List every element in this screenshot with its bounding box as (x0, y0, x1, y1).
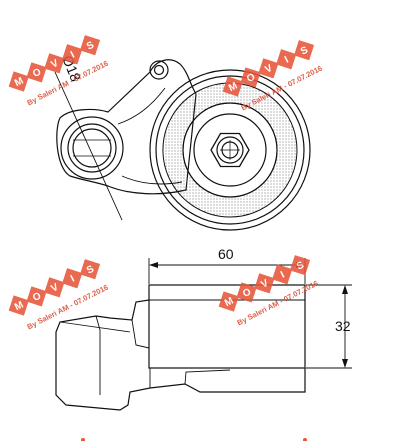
watermark-letter-tile: I (62, 44, 83, 65)
watermark-letter-tile: O (240, 67, 261, 88)
bottom-edge-marks (81, 438, 307, 441)
watermark-letter: V (259, 278, 270, 291)
watermark-letter-tile: M (218, 291, 239, 312)
height-dimension (306, 284, 352, 369)
height-label: 32 (335, 318, 351, 334)
watermark-letter-tile: V (44, 277, 65, 298)
watermark-letter: S (85, 264, 96, 277)
watermark-letter: S (295, 260, 306, 273)
roller-outer-rim (149, 69, 311, 231)
center-hex-nut (210, 132, 250, 168)
watermark-letter-tile: S (79, 35, 101, 56)
watermark-letter-tile: V (254, 273, 275, 294)
watermark-letter: I (69, 50, 77, 61)
watermark-letter: I (283, 55, 291, 66)
watermark-letter: I (69, 274, 77, 285)
watermark-letter: S (299, 45, 310, 58)
watermark-letter-tile: S (289, 255, 311, 276)
watermark-letter: V (49, 282, 60, 295)
watermark-letter-tile: I (62, 268, 83, 289)
watermark-letter-tile: S (79, 259, 101, 280)
watermark-letter-tile: O (26, 62, 47, 83)
upper-lug (149, 60, 169, 80)
watermark-letter: V (263, 63, 274, 76)
side-view (55, 284, 306, 411)
watermark-letter-tile: V (44, 53, 65, 74)
watermark-letter-tile: V (258, 58, 279, 79)
watermark-letter-tile: I (276, 49, 297, 70)
top-view (56, 59, 311, 231)
tensioner-arm-side (55, 299, 306, 411)
width-label: 60 (218, 246, 234, 262)
watermark-letter-tile: S (293, 40, 315, 61)
watermark-letter: I (279, 270, 287, 281)
roller-body-side (148, 284, 306, 369)
watermark-letter-tile: M (8, 71, 29, 92)
watermark-letter-tile: I (272, 264, 293, 285)
watermark-letter-tile: O (236, 282, 257, 303)
watermark-letter: V (49, 58, 60, 71)
watermark-letter: S (85, 40, 96, 53)
watermark-letter-tile: M (8, 295, 29, 316)
pivot-boss (60, 116, 124, 180)
watermark-letter-tile: M (222, 76, 243, 97)
watermark-letter-tile: O (26, 286, 47, 307)
